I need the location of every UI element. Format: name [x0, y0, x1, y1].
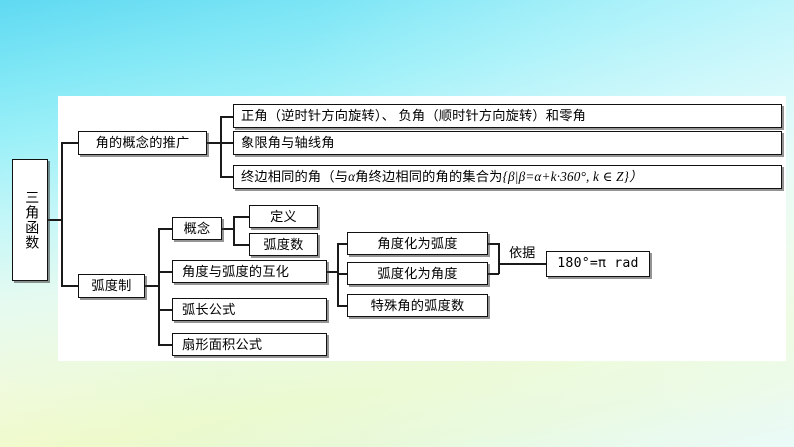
node-quadrant-and-axial-angle[interactable]: 象限角与轴线角 — [233, 131, 782, 155]
branch2-child-sectorarea-connector — [158, 344, 173, 346]
branch1-connector-horizontal — [61, 142, 79, 144]
coterminal-prefix: 终边相同的角（与 — [241, 169, 349, 185]
node-arc-length-formula[interactable]: 弧长公式 — [172, 298, 327, 321]
root-spine-vertical — [61, 142, 63, 287]
root-connector-horizontal — [48, 219, 62, 221]
branch2-child-arclength-connector — [158, 309, 173, 311]
branch2-connector-horizontal — [61, 285, 79, 287]
concept-child-radian-measure-connector — [233, 244, 250, 246]
rad2deg-merge-connector — [488, 273, 499, 275]
branch1-fanout-stem — [207, 142, 221, 144]
concept-child-definition-connector — [233, 216, 250, 218]
conversion-child-deg2rad-connector — [337, 243, 348, 245]
branch1-child1-connector — [220, 116, 234, 118]
branch2-fanout-spine — [158, 228, 160, 347]
coterminal-mid: 角终边相同的角的集合为 — [355, 169, 503, 185]
conversion-child-rad2deg-connector — [337, 273, 348, 275]
node-definition[interactable]: 定义 — [249, 205, 318, 228]
root-node-trigonometric-functions: 三角函数 — [12, 159, 48, 281]
concept-fanout-spine — [233, 216, 235, 246]
node-coterminal-angle[interactable]: 终边相同的角（与 α 角终边相同的角的集合为{β|β=α+k·360°, k ∈… — [233, 165, 782, 189]
branch1-child2-connector — [220, 142, 234, 144]
conversion-child-special-angles-connector — [337, 305, 348, 307]
basis-label: 依据 — [509, 245, 536, 260]
coterminal-set-expression: {β|β=α+k·360°, k ∈ Z}） — [502, 169, 643, 185]
conversion-merge-spine — [498, 243, 500, 275]
conversion-fanout-stem — [327, 271, 338, 273]
node-radian-system[interactable]: 弧度制 — [78, 274, 145, 298]
branch2-fanout-stem — [145, 285, 159, 287]
node-special-angle-radians[interactable]: 特殊角的弧度数 — [347, 294, 488, 317]
node-radian-measure[interactable]: 弧度数 — [249, 233, 318, 256]
root-node-label: 三角函数 — [23, 190, 39, 250]
node-sector-area-formula[interactable]: 扇形面积公式 — [172, 333, 327, 356]
branch2-child-concept-connector — [158, 228, 173, 230]
branch1-fanout-spine — [220, 116, 222, 178]
coterminal-alpha: α — [348, 169, 356, 185]
basis-connector-horizontal — [498, 263, 547, 265]
branch2-child-conversion-connector — [158, 271, 173, 273]
node-concept[interactable]: 概念 — [172, 217, 222, 240]
node-degree-to-radian[interactable]: 角度化为弧度 — [347, 232, 488, 255]
deg2rad-merge-connector — [488, 243, 499, 245]
concept-fanout-stem — [222, 228, 234, 230]
node-formula-180-equals-pi-rad: 180°=π rad — [546, 251, 650, 277]
node-degree-radian-conversion[interactable]: 角度与弧度的互化 — [172, 260, 327, 283]
node-radian-to-degree[interactable]: 弧度化为角度 — [347, 262, 488, 285]
node-positive-negative-zero-angle[interactable]: 正角（逆时针方向旋转）、 负角（顺时针方向旋转）和零角 — [233, 104, 782, 128]
node-angle-concept-extension[interactable]: 角的概念的推广 — [78, 131, 207, 155]
branch1-child3-connector — [220, 176, 234, 178]
